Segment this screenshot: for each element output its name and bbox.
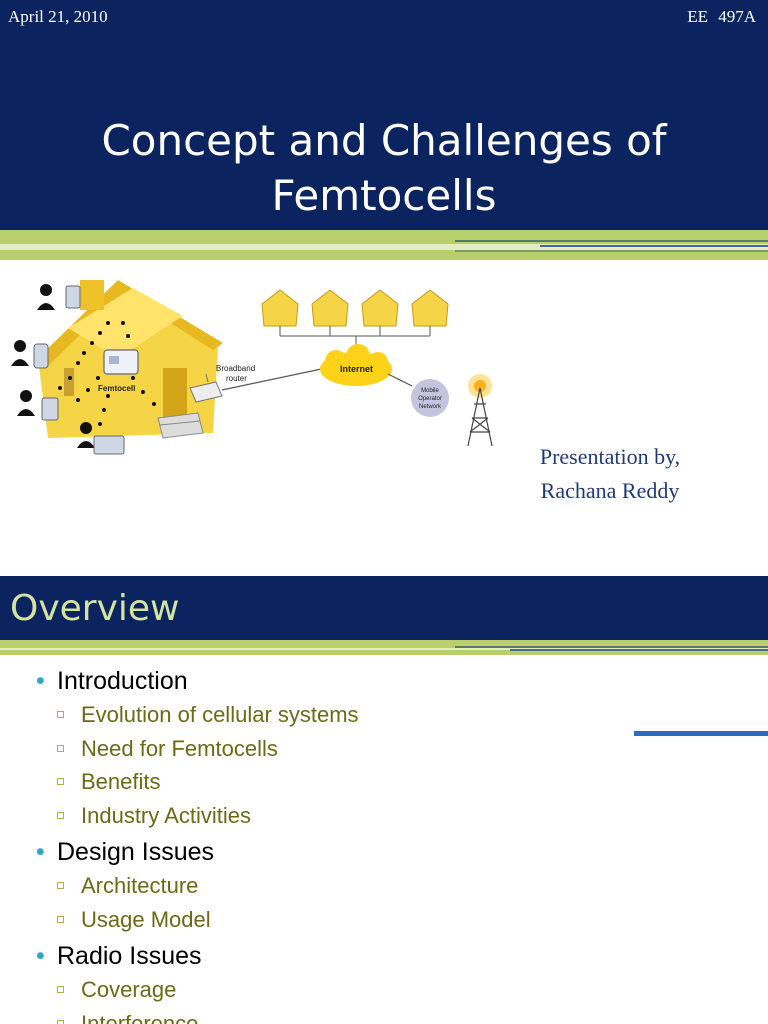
outline-subitem: Architecture — [57, 869, 596, 903]
user-icons — [11, 284, 95, 448]
operator-label-line3: Network — [419, 404, 442, 410]
slide-title-line1: Concept and Challenges of — [101, 116, 667, 165]
section-items: Coverage Interference — [57, 973, 596, 1024]
outline-subitem: Industry Activities — [57, 799, 596, 833]
section-label: Design Issues — [57, 838, 215, 866]
square-bullet-icon — [57, 811, 64, 819]
slide-title-line2: Femtocells — [271, 171, 497, 220]
square-bullet-icon — [57, 711, 64, 718]
bullet-dot-icon: • — [36, 942, 45, 970]
femtocell-device-icon — [103, 349, 139, 375]
presenter-credit: Presentation by, Rachana Reddy — [500, 440, 720, 508]
outline-subitem: Evolution of cellular systems — [57, 698, 596, 732]
square-bullet-icon — [57, 744, 64, 752]
operator-label-line2: Operator — [418, 396, 442, 402]
subitem-label: Coverage — [81, 977, 177, 1002]
accent-bar — [634, 731, 768, 736]
internet-cloud-icon — [320, 344, 392, 386]
square-bullet-icon — [57, 778, 64, 785]
operator-label-line1: Mobile — [421, 388, 439, 394]
outline-section: • Introduction Evolution of cellular sys… — [36, 664, 596, 832]
overview-slide: Overview • Introduction Evolution of cel… — [0, 576, 768, 1024]
section-label: Radio Issues — [57, 942, 202, 970]
presenter-name: Rachana Reddy — [540, 478, 680, 503]
header-stripes — [0, 230, 768, 264]
outline-subitem: Usage Model — [57, 903, 596, 937]
router-label-line1: Broadband — [216, 364, 255, 373]
outline-subitem: Need for Femtocells — [57, 732, 596, 766]
outline-section: • Radio Issues Coverage Interference — [36, 939, 596, 1024]
presenter-line1: Presentation by, — [539, 444, 681, 469]
square-bullet-icon — [57, 915, 64, 923]
presentation-date: April 21, 2010 — [8, 7, 108, 26]
internet-label: Internet — [340, 364, 373, 374]
section-items: Evolution of cellular systems Need for F… — [57, 698, 596, 832]
section-items: Architecture Usage Model — [57, 869, 596, 936]
signal-dots — [58, 321, 156, 426]
subitem-label: Evolution of cellular systems — [81, 702, 359, 727]
square-bullet-icon — [57, 1019, 64, 1024]
overview-title: Overview — [10, 588, 180, 629]
title-slide-header: April 21, 2010 EE 497A Concept and Chall… — [0, 0, 768, 230]
bullet-dot-icon: • — [36, 667, 45, 695]
handset-icons — [33, 285, 125, 455]
neighbor-houses — [261, 289, 449, 327]
section-label: Introduction — [57, 667, 188, 695]
slide-title: Concept and Challenges of Femtocells — [0, 113, 768, 223]
subitem-label: Benefits — [81, 769, 161, 794]
square-bullet-icon — [57, 986, 64, 993]
outline-section: • Design Issues Architecture Usage Model — [36, 835, 596, 936]
router-icon — [189, 373, 223, 403]
title-slide: April 21, 2010 EE 497A Concept and Chall… — [0, 0, 768, 508]
subitem-label: Need for Femtocells — [81, 735, 278, 761]
overview-stripes — [0, 640, 768, 656]
subitem-label: Interference — [81, 1010, 199, 1024]
cell-tower-icon — [467, 374, 493, 447]
femtocell-network-diagram: Femtocell Broadband router — [11, 280, 493, 455]
router-label-line2: router — [226, 374, 247, 383]
overview-outline: • Introduction Evolution of cellular sys… — [36, 664, 596, 1024]
overview-header: Overview — [0, 576, 768, 640]
internet-operator-link — [387, 373, 413, 387]
router-internet-link — [221, 367, 327, 391]
subitem-label: Usage Model — [81, 906, 211, 932]
femtocell-label: Femtocell — [98, 384, 135, 393]
square-bullet-icon — [57, 882, 64, 889]
subitem-label: Industry Activities — [81, 802, 251, 828]
outline-subitem: Benefits — [57, 765, 596, 799]
course-code: EE 497A — [687, 7, 756, 26]
operator-network-icon — [411, 379, 449, 417]
outline-subitem: Interference — [57, 1007, 596, 1024]
subitem-label: Architecture — [81, 873, 199, 898]
bullet-dot-icon: • — [36, 838, 45, 866]
outline-subitem: Coverage — [57, 973, 596, 1007]
